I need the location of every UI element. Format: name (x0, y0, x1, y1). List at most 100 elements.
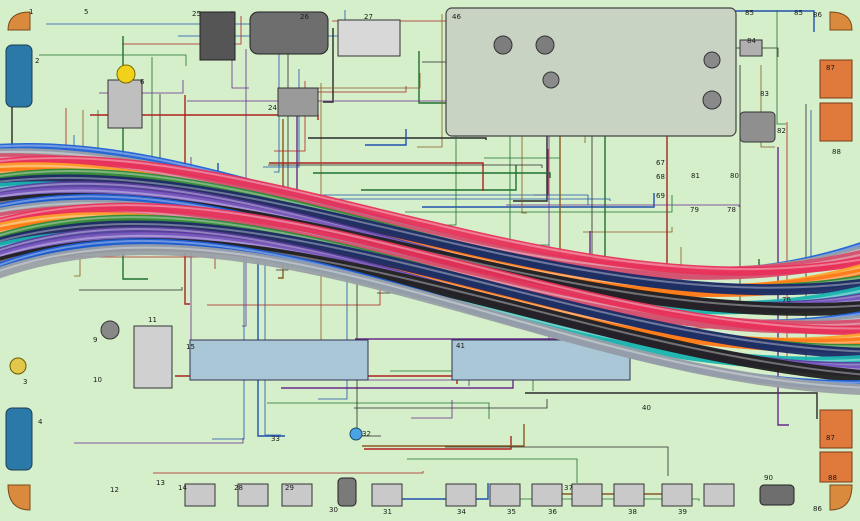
component-label: 27 (364, 13, 373, 21)
component-label: 5 (84, 8, 89, 16)
component-label: 10 (93, 376, 102, 384)
headlamp-2-icon (5, 44, 33, 108)
component-label: 78 (727, 206, 736, 214)
circuit-trace (506, 204, 740, 207)
circuit-trace (79, 287, 183, 291)
component-label: 79 (690, 206, 699, 214)
circuit-trace (242, 49, 247, 327)
circuit-trace (281, 378, 514, 389)
component-label: 25 (192, 10, 201, 18)
circuit-trace (422, 193, 655, 208)
circuit-trace (361, 165, 517, 191)
circuit-trace (365, 129, 407, 146)
component-label: 12 (110, 486, 119, 494)
turn-signal-1-icon (7, 484, 31, 511)
gauge-dial-icon (702, 90, 722, 110)
circuit-trace (263, 69, 300, 168)
component-label: 13 (156, 479, 165, 487)
circuit-trace (323, 28, 334, 103)
component-label: 83 (760, 90, 769, 98)
relay-27-icon (337, 19, 401, 57)
circuit-trace (122, 16, 242, 45)
component-label: 32 (362, 430, 371, 438)
component-label: 40 (642, 404, 651, 412)
component-label: 82 (777, 127, 786, 135)
component-label: 29 (285, 484, 294, 492)
circuit-trace (405, 195, 673, 213)
circuit-trace (274, 13, 280, 173)
component-label: 15 (186, 343, 195, 351)
component-label: 3 (23, 378, 28, 386)
connector-block-icon (281, 483, 313, 507)
fuse-box-15-icon (189, 339, 369, 381)
component-label: 85 (745, 9, 754, 17)
component-label: 26 (300, 13, 309, 21)
component-label: 24 (268, 104, 277, 112)
component-label: 85 (794, 9, 803, 17)
component-label: 68 (656, 173, 665, 181)
connector-block-icon (661, 483, 693, 507)
bundle-wire (0, 174, 860, 296)
component-label: 2 (35, 57, 40, 65)
connector-block-icon (531, 483, 563, 507)
circuit-trace (384, 483, 489, 500)
component-label: 69 (656, 192, 665, 200)
circuit-trace (334, 198, 611, 201)
component-label: 36 (548, 508, 557, 516)
connector-block-icon (445, 483, 477, 507)
circuit-trace (74, 438, 244, 444)
bundle-wire-highlight (0, 157, 860, 271)
tail-lamp-88-icon (819, 102, 853, 142)
component-label: 31 (383, 508, 392, 516)
connector-block-icon (703, 483, 735, 507)
circuit-trace (267, 402, 490, 419)
component-label: 87 (826, 434, 835, 442)
component-label: 34 (457, 508, 466, 516)
connector-block-icon (237, 483, 269, 507)
component-label: 81 (691, 172, 700, 180)
connector-block-icon (613, 483, 645, 507)
motor-90-icon (759, 484, 795, 506)
circuit-trace (46, 21, 280, 25)
switch-24-icon (277, 87, 319, 117)
bundle-wire-highlight (0, 246, 860, 389)
component-label: 86 (813, 505, 822, 513)
bundle-wire (0, 220, 860, 359)
component-label: 76 (782, 296, 791, 304)
lamp-3-icon (9, 357, 27, 375)
bundle-wire (0, 202, 860, 336)
circuit-trace (417, 14, 443, 148)
sensor-82-icon (739, 111, 776, 143)
relay-block-11-icon (133, 325, 173, 389)
circuit-trace (269, 162, 484, 191)
connector-block-icon (571, 483, 603, 507)
component-label: 84 (747, 37, 756, 45)
wire-bundle (0, 142, 860, 395)
circuit-trace (257, 216, 285, 437)
tail-lamp-88-icon (819, 451, 853, 483)
connectors (184, 483, 735, 507)
turn-signal-1-icon (7, 11, 31, 31)
circuit-trace (407, 458, 578, 483)
circuit-trace (411, 400, 453, 419)
circuit-trace (276, 45, 289, 271)
relay-84-icon (739, 39, 763, 57)
bundle-wire-highlight (0, 204, 860, 330)
component-label: 41 (456, 342, 465, 350)
circuit-trace (153, 471, 424, 474)
component-label: 88 (828, 474, 837, 482)
circuit-trace (290, 194, 589, 205)
component-label: 90 (764, 474, 773, 482)
circuit-trace (760, 65, 775, 148)
reservoir-25-icon (199, 11, 236, 61)
horn-9-icon (100, 320, 120, 340)
component-label: 46 (452, 13, 461, 21)
circuit-trace (583, 227, 673, 233)
component-label: 38 (628, 508, 637, 516)
circuit-trace (445, 446, 669, 476)
tail-lamp-86-icon (829, 484, 853, 511)
component-label: 80 (730, 172, 739, 180)
circuit-trace (362, 424, 525, 447)
gauge-dial-icon (535, 35, 555, 55)
